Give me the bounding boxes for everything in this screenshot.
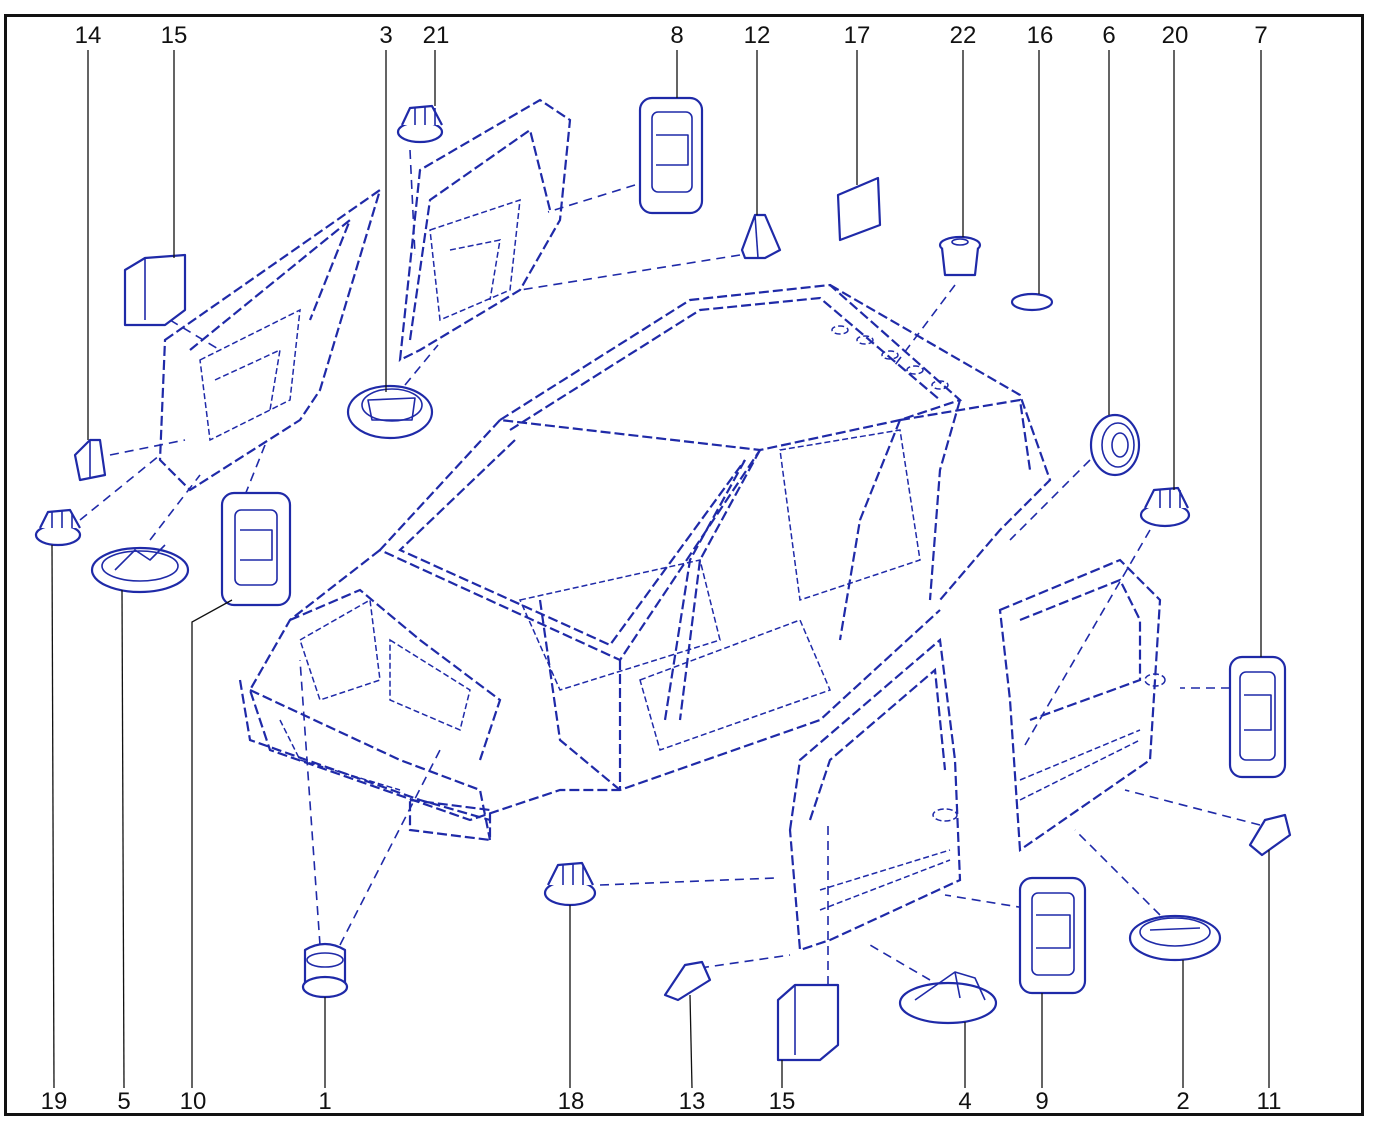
part-14-clip: [73, 438, 107, 482]
part-15-pad-lower: [776, 983, 840, 1062]
part-3-oval-plug: [346, 384, 434, 440]
front-right-door: [788, 637, 962, 952]
callout-top-20: 20: [1161, 22, 1189, 49]
leader-lines: [51, 50, 1270, 1089]
part-7-handle-cover: [1228, 655, 1287, 779]
callout-top-15: 15: [160, 22, 188, 49]
part-6-round-plug: [1089, 413, 1141, 477]
callout-bottom-5: 5: [117, 1088, 131, 1115]
callout-bottom-11: 11: [1256, 1088, 1282, 1115]
part-2-oval-plug: [1128, 914, 1222, 962]
callout-top-8: 8: [670, 22, 684, 49]
callout-bottom-19: 19: [40, 1088, 68, 1115]
callout-bottom-4: 4: [958, 1088, 972, 1115]
callout-bottom-1: 1: [318, 1088, 332, 1115]
part-12-clip: [740, 213, 782, 260]
part-15-pad-upper: [123, 253, 187, 327]
callout-top-16: 16: [1026, 22, 1054, 49]
part-10-handle-cover: [220, 491, 292, 607]
car-body-shell: [238, 283, 1052, 842]
part-21-grommet: [396, 104, 444, 144]
callout-bottom-18: 18: [557, 1088, 585, 1115]
part-22-push-clip: [938, 235, 982, 277]
callout-top-12: 12: [743, 22, 771, 49]
part-1-cap: [301, 942, 349, 999]
part-5-seal-plug: [90, 544, 190, 594]
callout-bottom-10: 10: [179, 1088, 207, 1115]
part-16-o-ring: [1010, 292, 1054, 312]
assembly-guides: [79, 149, 1261, 985]
part-18-grommet: [543, 861, 597, 907]
rear-left-door: [398, 98, 572, 362]
callout-top-7: 7: [1254, 22, 1268, 49]
part-17-square-patch: [836, 176, 882, 242]
part-8-handle-cover: [638, 96, 704, 215]
part-19-grommet: [34, 508, 82, 547]
callout-top-6: 6: [1102, 22, 1116, 49]
part-9-handle-cover: [1018, 876, 1087, 995]
callout-bottom-2: 2: [1176, 1088, 1190, 1115]
part-4-seal-plug: [898, 971, 998, 1025]
callout-top-14: 14: [74, 22, 102, 49]
callout-bottom-9: 9: [1035, 1088, 1049, 1115]
part-11-clip: [1248, 813, 1292, 857]
callout-top-22: 22: [949, 22, 977, 49]
callout-bottom-15: 15: [768, 1088, 796, 1115]
part-20-grommet: [1139, 486, 1191, 528]
front-left-door: [158, 187, 382, 492]
callout-top-17: 17: [843, 22, 871, 49]
part-13-clip: [663, 960, 712, 1002]
callout-top-3: 3: [379, 22, 393, 49]
callout-bottom-13: 13: [678, 1088, 706, 1115]
rear-right-door: [998, 558, 1166, 853]
callout-top-21: 21: [422, 22, 450, 49]
